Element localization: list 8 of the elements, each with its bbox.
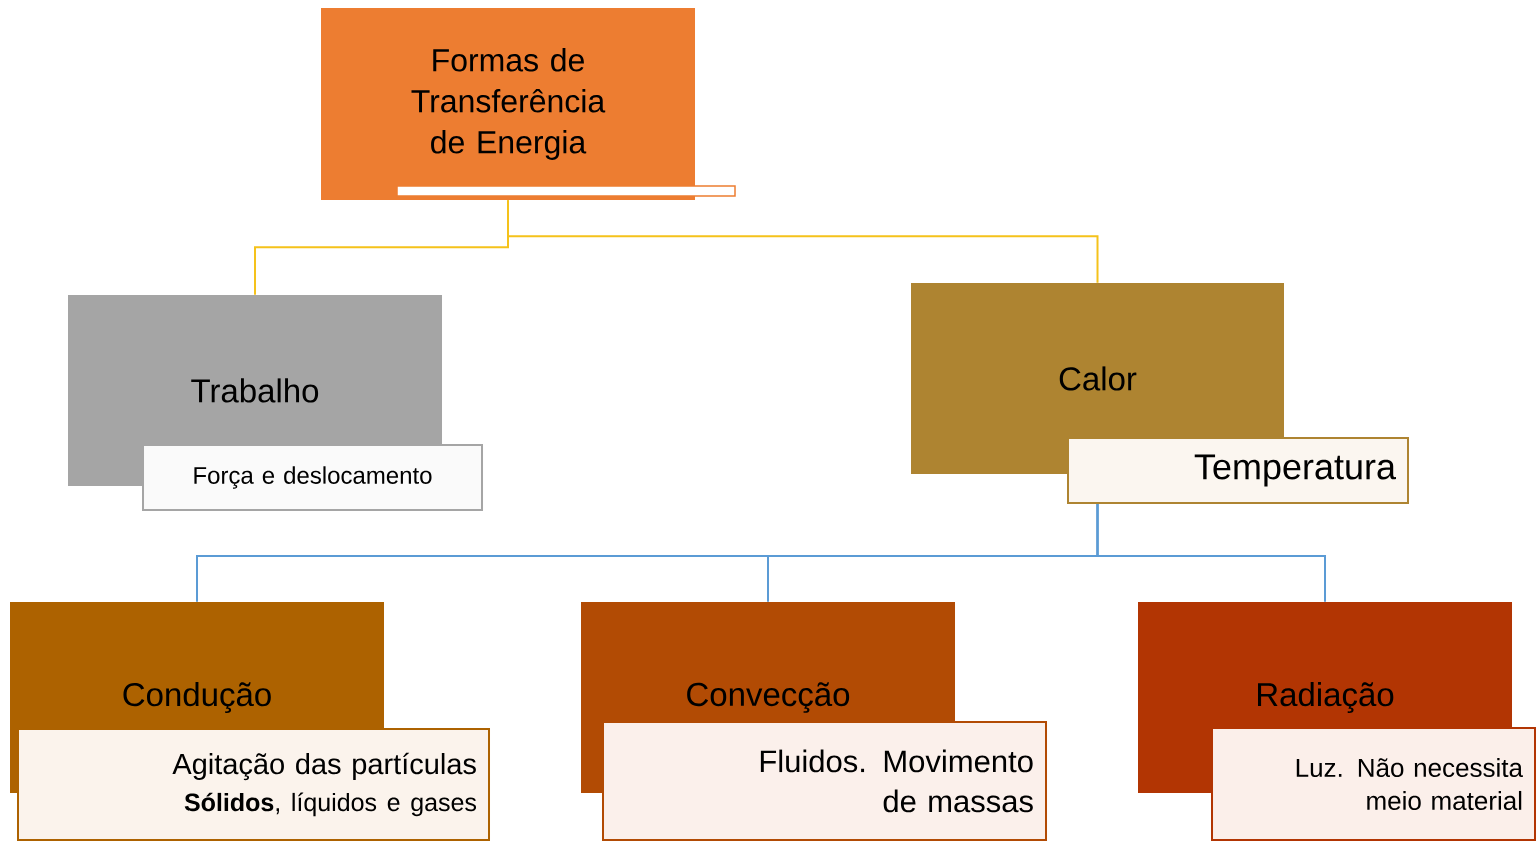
description-box: Luz. Não necessita meio material [1211,727,1536,841]
description-box: Temperatura [1067,437,1409,504]
description-box: Fluidos. Movimento de massas [602,721,1047,841]
description-box: Força e deslocamento [142,444,483,511]
description-box: Agitação das partículas Sólidos, líquidos e gases [17,728,490,841]
title-box: Formas de Transferência de Energia [321,8,695,200]
connector-line [507,199,1099,284]
connector-line [1096,503,1326,603]
